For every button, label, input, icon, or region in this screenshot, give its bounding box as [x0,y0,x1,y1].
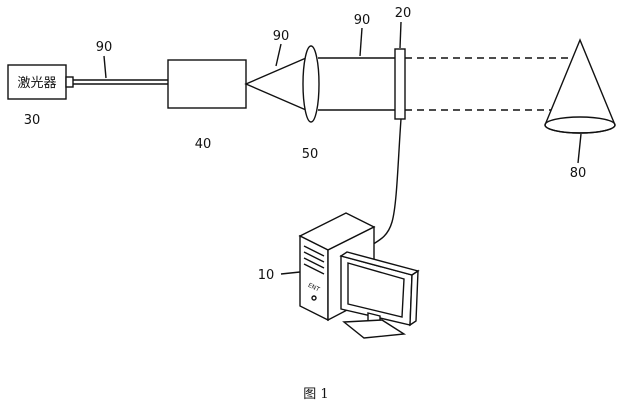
laser-label: 激光器 [17,76,56,91]
computer-leader-line [280,271,301,275]
tower-power-button [311,295,317,301]
fiber-ref-number: 90 [96,40,113,55]
tower-badge: ENT [307,282,321,294]
collimated-beam-ref-number: 90 [354,13,371,28]
cone-base [544,116,616,134]
monitor-side-edge [409,269,419,327]
laser-box [7,64,67,100]
beam-expander-ref-number: 40 [195,137,212,152]
lens-shape [302,45,320,123]
laser-source: 激光器 30 [7,64,74,128]
target-cone: 80 [544,38,616,181]
sensor-plate-ref-number: 20 [395,6,412,21]
signal-cable [369,118,402,247]
collimating-lens: 50 [302,45,320,162]
sensor-plate-body [394,48,406,120]
tower-front [299,234,329,322]
monitor-base [342,319,407,339]
drive-slot [303,257,325,269]
lens-ref-number: 50 [302,147,319,162]
diverging-beam: 90 [244,29,307,111]
fiber-leader-line [103,55,107,79]
laser-ref-number: 30 [24,113,41,128]
projection-lines [405,57,572,111]
target-cone-leader-line [577,133,582,164]
drive-slot [303,245,325,257]
laser-output-port [65,76,74,88]
diverging-beam-leader-line [275,43,282,67]
beam-expander-box [167,59,247,109]
sensor-plate: 20 [394,6,412,120]
computer: ENT 10 [258,212,420,339]
target-cone-ref-number: 80 [570,166,587,181]
sensor-plate-leader-line [399,21,402,49]
optical-fiber: 90 [73,40,168,85]
collimated-beam: 90 [318,13,395,111]
computer-ref-number: 10 [258,268,275,283]
beam-expander: 40 [167,59,247,152]
figure-caption: 图 1 [303,387,328,402]
collimated-beam-leader-line [359,27,363,57]
monitor-screen [347,262,405,318]
drive-slot [303,263,325,275]
diverging-beam-ref-number: 90 [273,29,290,44]
drive-slot [303,251,325,263]
